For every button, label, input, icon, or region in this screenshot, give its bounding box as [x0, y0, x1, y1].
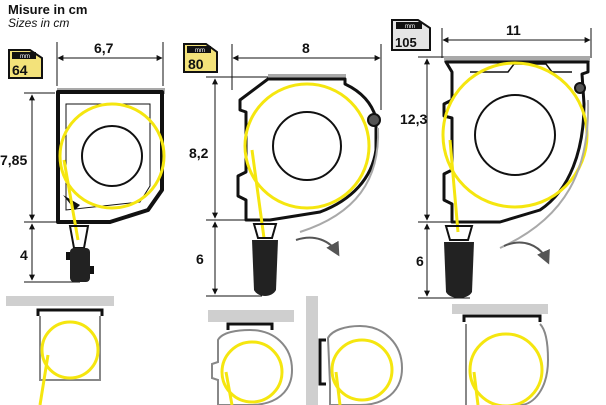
badge-80: mm 80 — [183, 43, 218, 73]
badge-value: 80 — [188, 56, 204, 72]
handle-label: 6 — [196, 251, 204, 267]
height-label: 12,3 — [400, 111, 427, 127]
handle-label: 4 — [20, 247, 28, 263]
mount-view-64 — [6, 296, 114, 405]
drop-handle — [252, 223, 278, 296]
badge-105: mm 105 — [391, 19, 431, 51]
handle-dimension: 6 — [196, 221, 262, 297]
cassette-80: mm 80 8 8,2 6 — [183, 40, 404, 405]
cassette-profile — [441, 56, 590, 249]
width-dimension: 11 — [441, 22, 592, 58]
badge-unit: mm — [195, 48, 205, 54]
handle-dimension: 6 — [416, 223, 470, 299]
badge-unit: mm — [20, 54, 30, 60]
subtitle-sizes: Sizes in cm — [8, 16, 70, 30]
cassette-profile — [236, 74, 381, 239]
width-label: 8 — [302, 40, 310, 56]
height-dimension: 8,2 — [189, 76, 268, 221]
badge-value: 105 — [395, 35, 417, 50]
badge-64: mm 64 — [8, 49, 43, 79]
rotate-arrow — [295, 236, 340, 257]
cassette-profile — [56, 88, 166, 241]
width-label: 6,7 — [94, 40, 114, 56]
width-dimension: 6,7 — [56, 40, 164, 86]
height-label: 8,2 — [189, 145, 209, 161]
title-misure: Misure in cm — [8, 2, 88, 17]
badge-value: 64 — [12, 62, 28, 78]
height-label: 7,85 — [0, 152, 27, 168]
drop-handle — [66, 225, 94, 282]
handle-label: 6 — [416, 253, 424, 269]
rotate-arrow — [503, 241, 550, 265]
handle-dimension: 4 — [20, 223, 80, 283]
width-label: 11 — [506, 22, 521, 38]
cassette-64: mm 64 6,7 7,85 4 — [0, 40, 166, 405]
mount-view-80-wall — [306, 296, 404, 405]
mount-view-105 — [452, 304, 550, 405]
drop-handle — [444, 225, 474, 298]
cassette-105: mm 105 11 12,3 6 — [391, 19, 592, 405]
height-dimension: 12,3 — [400, 56, 452, 223]
mount-view-80-ceiling — [208, 310, 294, 405]
badge-unit: mm — [405, 24, 415, 30]
width-dimension: 8 — [231, 40, 382, 110]
